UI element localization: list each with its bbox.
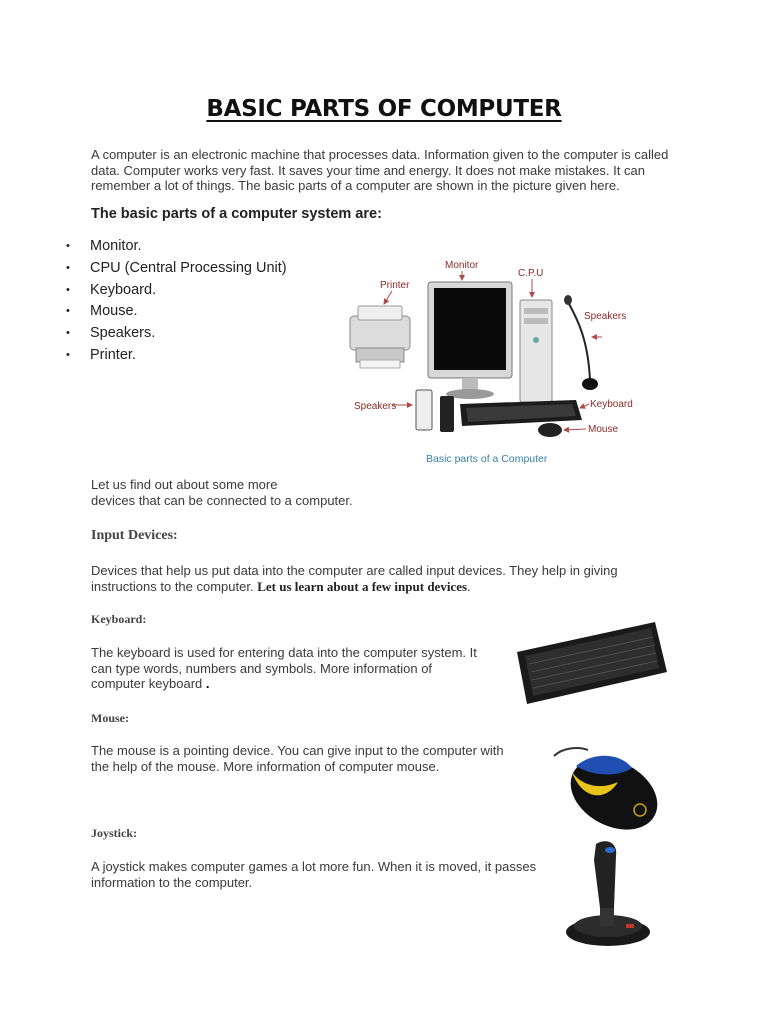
mouse-image [538, 423, 562, 437]
label-monitor: Monitor [445, 260, 479, 271]
label-speakers-left: Speakers [354, 401, 396, 412]
list-item: CPU (Central Processing Unit) [66, 258, 287, 280]
intro-line-1: A computer is an electronic machine that… [91, 147, 669, 162]
mouse-photo [553, 747, 658, 830]
mouse-heading: Mouse: [91, 711, 129, 725]
monitor-image [427, 281, 513, 399]
mouse-paragraph: The mouse is a pointing device. You can … [91, 743, 531, 774]
keyboard-paragraph: The keyboard is used for entering data i… [91, 645, 501, 692]
label-keyboard: Keyboard [590, 399, 633, 410]
joystick-paragraph: A joystick makes computer games a lot mo… [91, 859, 551, 890]
keyboard-line-3: computer keyboard . [91, 676, 501, 692]
label-speakers-right: Speakers [584, 311, 626, 322]
mouse-line-2: the help of the mouse. More information … [91, 758, 440, 774]
cpu-image [519, 299, 553, 403]
more-devices-text: Let us find out about some more devices … [91, 477, 353, 508]
parts-list: Monitor. CPU (Central Processing Unit) K… [66, 236, 287, 367]
computer-parts-figure: Monitor C.P.U Printer Speakers Speakers … [349, 260, 633, 465]
intro-line-3: remember a lot of things. The basic part… [91, 178, 620, 193]
mouse-line-1: The mouse is a pointing device. You can … [91, 743, 504, 758]
input-devices-paragraph: Devices that help us put data into the c… [91, 563, 691, 594]
figure-caption: Basic parts of a Computer [426, 453, 548, 465]
joystick-line-2: information to the computer. [91, 874, 253, 890]
input-line-2-bold: Let us learn about a few input devices [257, 578, 468, 594]
keyboard-line-2: can type words, numbers and symbols. Mor… [91, 660, 433, 676]
speakers-image [415, 389, 454, 432]
keyboard-photo [517, 622, 667, 704]
intro-line-2: data. Computer works very fast. It saves… [91, 162, 645, 178]
joystick-photo [566, 841, 650, 946]
input-devices-heading: Input Devices: [91, 528, 178, 543]
input-line-2-end: . [467, 578, 471, 594]
printer-image [349, 305, 411, 369]
keyboard-line-3-end: . [205, 676, 210, 691]
input-line-1: Devices that help us put data into the c… [91, 563, 618, 578]
keyboard-line-1: The keyboard is used for entering data i… [91, 645, 477, 660]
input-line-2: instructions to the computer. Let us lea… [91, 579, 691, 595]
list-item: Mouse. [66, 301, 287, 323]
label-cpu: C.P.U [518, 268, 543, 279]
list-item: Keyboard. [66, 280, 287, 302]
more-line-2: devices that can be connected to a compu… [91, 492, 353, 508]
page-title: BASIC PARTS OF COMPUTER [206, 96, 562, 122]
keyboard-line-3-text: computer keyboard [91, 676, 203, 691]
more-line-1: Let us find out about some more [91, 477, 278, 492]
speaker-mic-image [564, 295, 598, 390]
label-mouse: Mouse [588, 424, 618, 435]
list-item: Speakers. [66, 323, 287, 345]
keyboard-image [460, 400, 582, 426]
joystick-line-1: A joystick makes computer games a lot mo… [91, 859, 537, 874]
list-item: Printer. [66, 345, 287, 367]
label-printer: Printer [380, 280, 410, 291]
input-line-2-text: instructions to the computer. [91, 578, 254, 594]
intro-paragraph: A computer is an electronic machine that… [91, 147, 691, 194]
keyboard-heading: Keyboard: [91, 612, 147, 626]
joystick-heading: Joystick: [91, 826, 137, 840]
parts-heading: The basic parts of a computer system are… [91, 206, 382, 222]
list-item: Monitor. [66, 236, 287, 258]
